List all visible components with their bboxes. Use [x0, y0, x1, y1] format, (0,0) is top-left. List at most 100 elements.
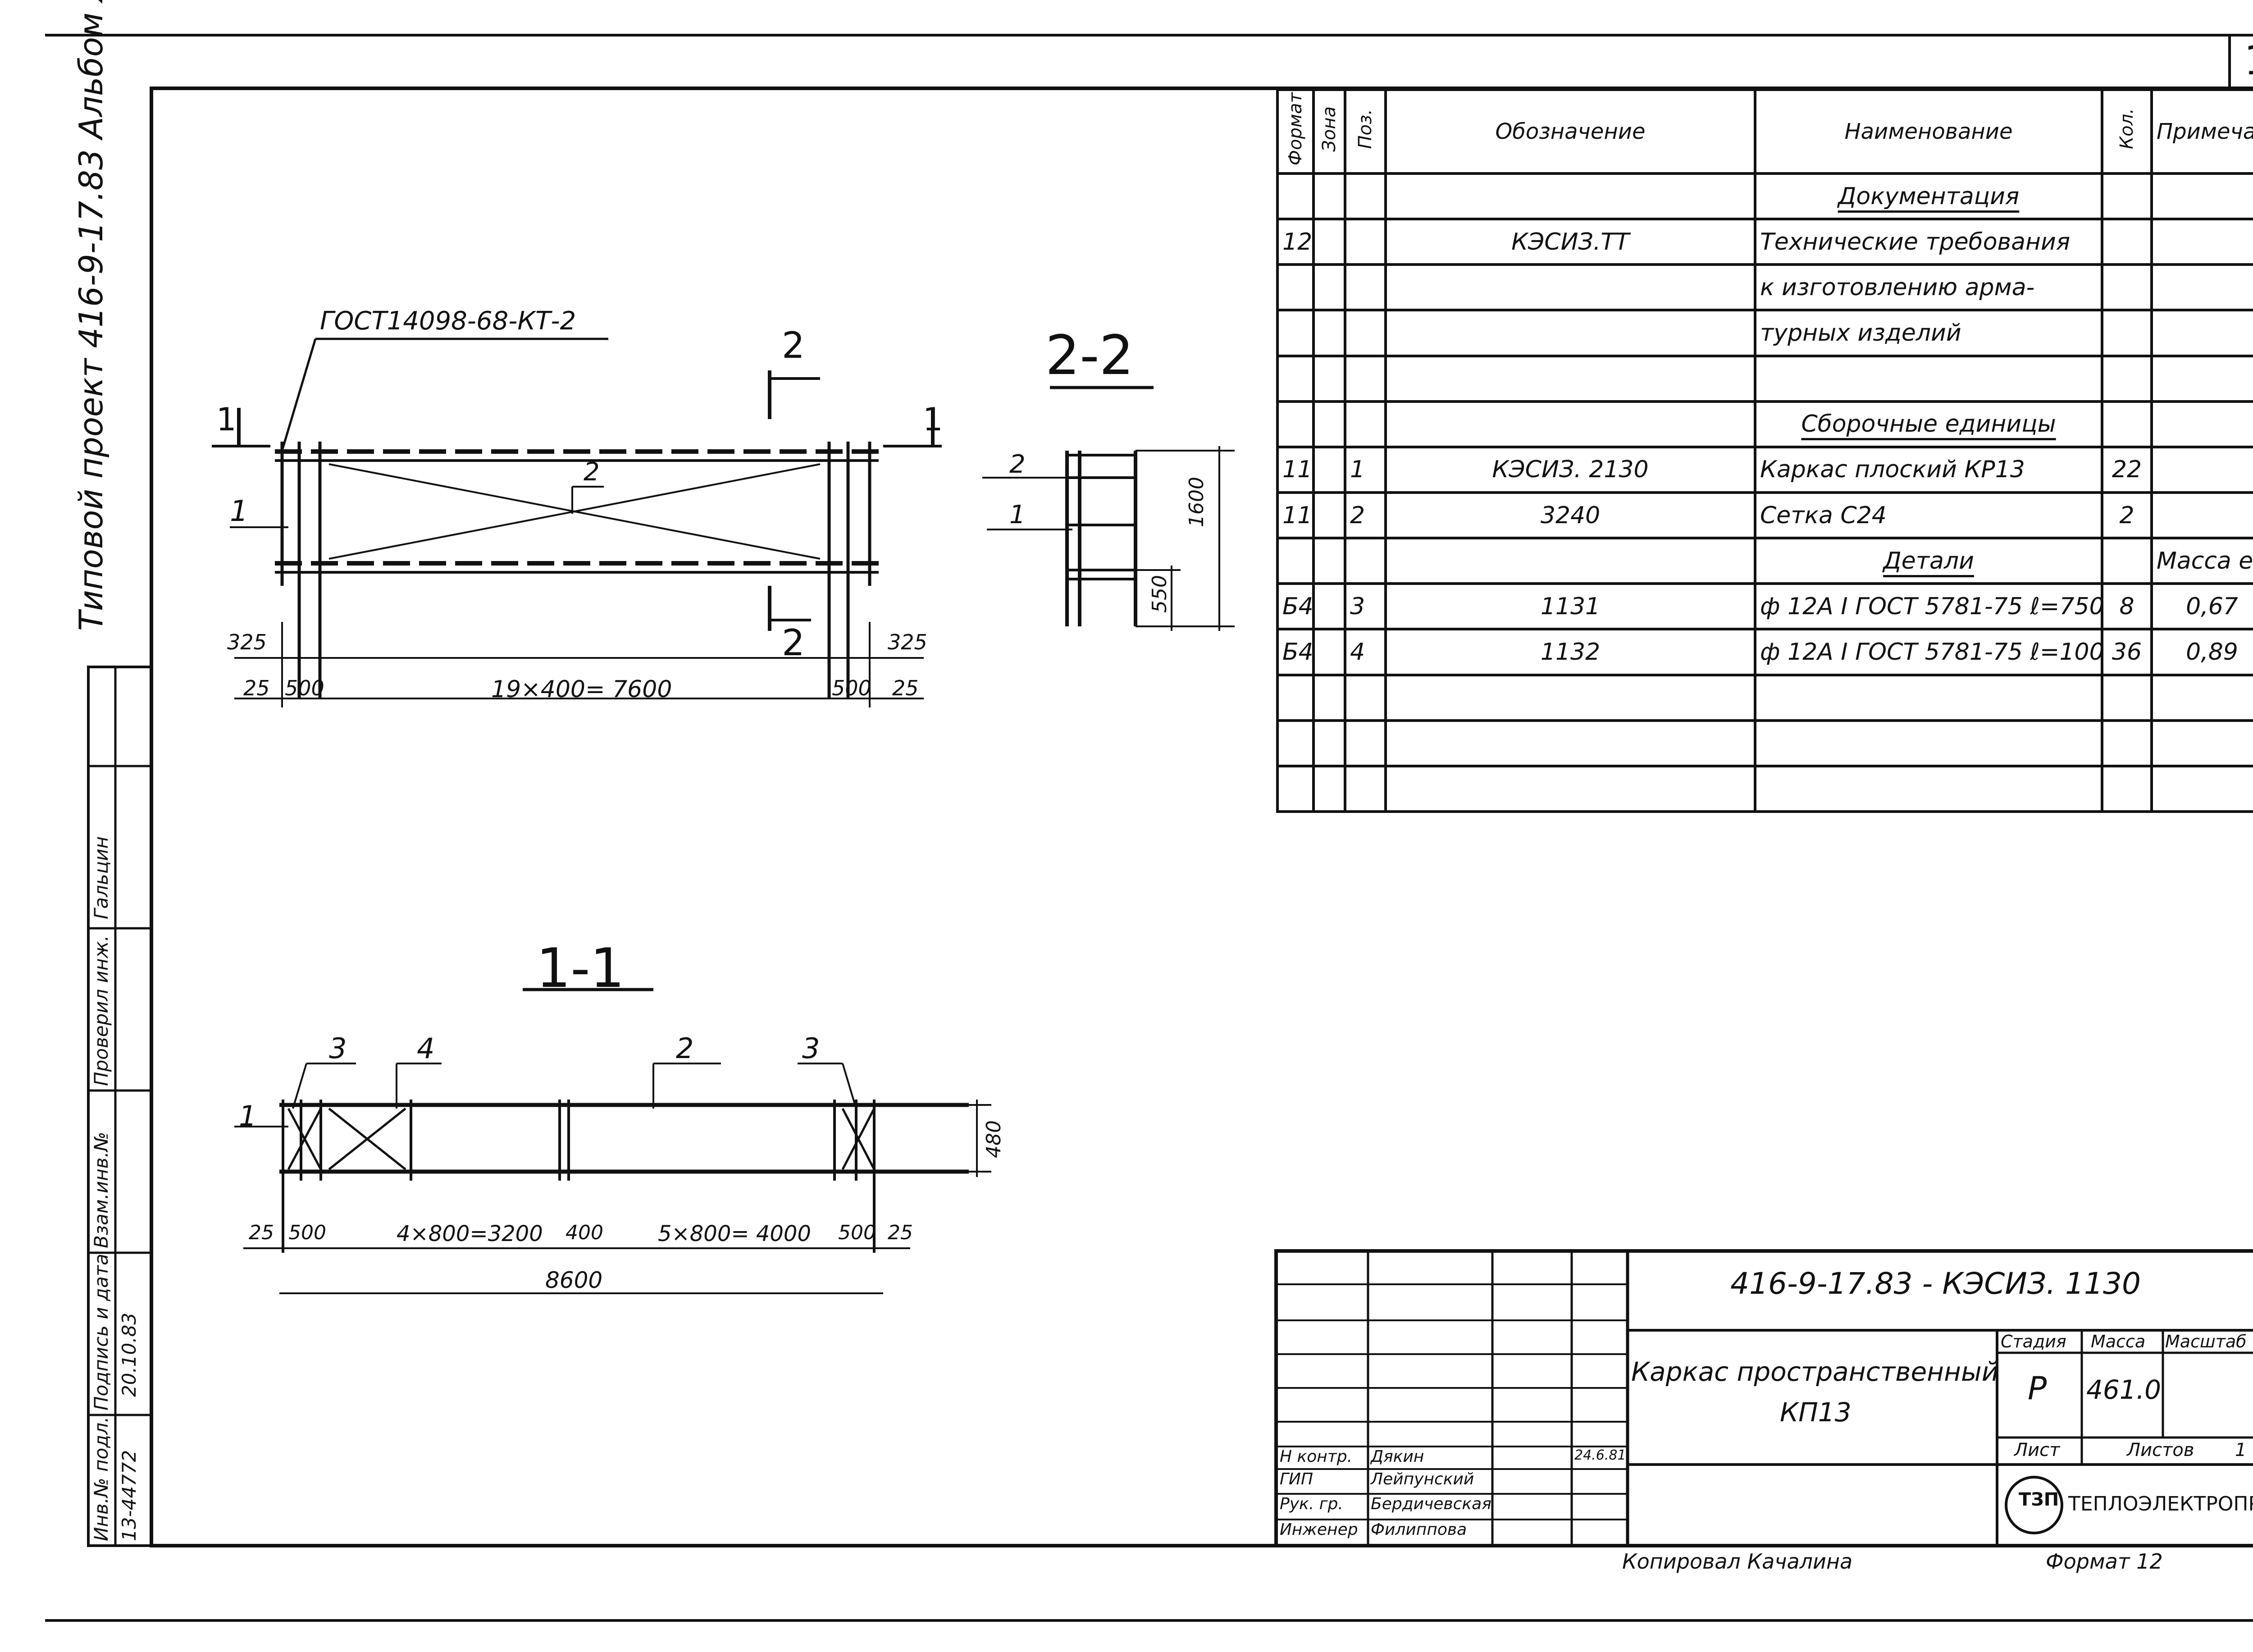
spec-cell-name: [1754, 764, 2103, 813]
stamp-inventory: Инв.№ подл.: [90, 1416, 112, 1541]
top-dim-4: 500: [832, 676, 871, 700]
spec-cell-designation: 1132: [1384, 628, 1756, 676]
top-dim-1: 25: [243, 676, 270, 700]
sec11-pos-3-right: 3: [802, 1032, 820, 1065]
signer-role: ГИП: [1280, 1470, 1313, 1488]
stamp-date-value: 20.10.83: [118, 1312, 140, 1397]
spec-cell-note: 0,67: [2150, 582, 2253, 631]
header-designation: Обозначение: [1384, 88, 1756, 175]
spec-cell-note: [2150, 263, 2253, 312]
spec-cell-format: [1276, 263, 1315, 312]
spec-row: турных изделий: [1276, 309, 2253, 357]
spec-cell-qty: [2101, 263, 2153, 312]
spec-cell-zone: [1312, 309, 1346, 357]
stage-label: Стадия: [2001, 1332, 2066, 1351]
spec-cell-note: [2150, 400, 2253, 448]
spec-cell-zone: [1312, 764, 1346, 813]
copied-by: Копировал Качалина: [1622, 1549, 1853, 1574]
spec-cell-name: ф 12А I ГОСТ 5781-75 ℓ=1000: [1754, 628, 2103, 676]
signer-role: Инженер: [1280, 1520, 1358, 1539]
spec-cell-format: 11: [1276, 445, 1315, 494]
spec-cell-zone: [1312, 537, 1346, 585]
spec-cell-pos: 4: [1344, 628, 1387, 676]
signer-role: Рук. гр.: [1280, 1495, 1343, 1513]
org-logo: ТЗП: [2019, 1489, 2059, 1510]
stamp-checked: Проверил инж.: [90, 935, 112, 1086]
sheets-label: Листов: [2127, 1440, 2194, 1460]
top-dim-2: 500: [285, 676, 324, 700]
mass-label: Масса: [2091, 1332, 2146, 1351]
spec-cell-pos: 3: [1344, 582, 1387, 631]
spec-cell-note: [2150, 445, 2253, 494]
spec-cell-format: [1276, 673, 1315, 722]
spec-cell-qty: [2101, 218, 2153, 266]
spec-cell-zone: [1312, 172, 1346, 221]
spec-cell-format: [1276, 537, 1315, 585]
spec-cell-pos: [1344, 764, 1387, 813]
spec-cell-zone: [1312, 400, 1346, 448]
spec-cell-designation: [1384, 537, 1756, 585]
spec-cell-zone: [1312, 491, 1346, 540]
bottom-dim-3: 400: [566, 1221, 603, 1244]
section-22-drawing: [982, 386, 1235, 631]
spec-cell-pos: [1344, 537, 1387, 585]
spec-cell-qty: 22: [2101, 445, 2153, 494]
spec-cell-designation: [1384, 400, 1756, 448]
signer-date: 24.6.81: [1574, 1447, 1626, 1463]
spec-cell-note: [2150, 673, 2253, 722]
spec-cell-pos: [1344, 400, 1387, 448]
spec-cell-pos: [1344, 172, 1387, 221]
header-pos: Поз.: [1344, 88, 1387, 175]
top-dim-5: 25: [892, 676, 919, 700]
spec-cell-note: [2150, 719, 2253, 767]
spec-cell-note: 0,89: [2150, 628, 2253, 676]
section-11-title: 1-1: [536, 937, 625, 1000]
spec-cell-designation: КЭСИЗ.ТТ: [1384, 218, 1756, 266]
sec11-pos-4: 4: [417, 1032, 435, 1065]
top-dim-6: 325: [888, 630, 927, 654]
sec22-pos-2: 2: [1009, 450, 1026, 479]
doc-code: 416-9-17.83 - КЭСИЗ. 1130: [1730, 1266, 2141, 1301]
spec-cell-pos: [1344, 263, 1387, 312]
bottom-dim-5: 500: [838, 1221, 876, 1244]
spec-header-row: Формат Зона Поз. Обозначение Наименовани…: [1276, 88, 2253, 175]
spec-cell-name: Технические требования: [1754, 218, 2103, 266]
top-pos-2: 2: [584, 457, 600, 487]
spec-cell-designation: [1384, 673, 1756, 722]
section-mark-1-right: 1: [923, 401, 943, 438]
spec-cell-note: Масса ед., кг: [2150, 537, 2253, 585]
weld-note: ГОСТ14098-68-КТ-2: [320, 306, 576, 336]
spec-cell-pos: [1344, 309, 1387, 357]
spec-cell-qty: 8: [2101, 582, 2153, 631]
stamp-checked-name: Гальцин: [90, 836, 112, 919]
spec-row: [1276, 719, 2253, 767]
spec-cell-designation: 3240: [1384, 491, 1756, 540]
header-qty: Кол.: [2101, 88, 2153, 175]
spec-cell-format: 12: [1276, 218, 1315, 266]
spec-cell-zone: [1312, 673, 1346, 722]
album-title: Типовой проект 416-9-17.83 Альбом XII: [72, 0, 110, 631]
spec-cell-name: Документация: [1754, 172, 2103, 221]
spec-cell-name: к изготовлению арма-: [1754, 263, 2103, 312]
spec-cell-format: Б4: [1276, 582, 1315, 631]
signer-name: Бердичевская: [1371, 1495, 1491, 1513]
spec-cell-zone: [1312, 263, 1346, 312]
format-label: Формат 12: [2046, 1549, 2163, 1574]
sec22-dim-1600: 1600: [1185, 477, 1208, 527]
section-11-drawing: [234, 988, 991, 1294]
sec11-dim-height: 480: [982, 1120, 1005, 1158]
spec-cell-designation: [1384, 263, 1756, 312]
spec-cell-format: [1276, 764, 1315, 813]
bottom-dim-total: 8600: [545, 1267, 603, 1293]
header-zone: Зона: [1312, 88, 1346, 175]
spec-cell-format: [1276, 172, 1315, 221]
signer-name: Дякин: [1371, 1447, 1424, 1466]
sec11-pos-1: 1: [239, 1100, 257, 1132]
spec-cell-zone: [1312, 218, 1346, 266]
spec-row: Документация: [1276, 172, 2253, 221]
spec-cell-pos: [1344, 218, 1387, 266]
scale-label: Масштаб: [2165, 1332, 2247, 1351]
